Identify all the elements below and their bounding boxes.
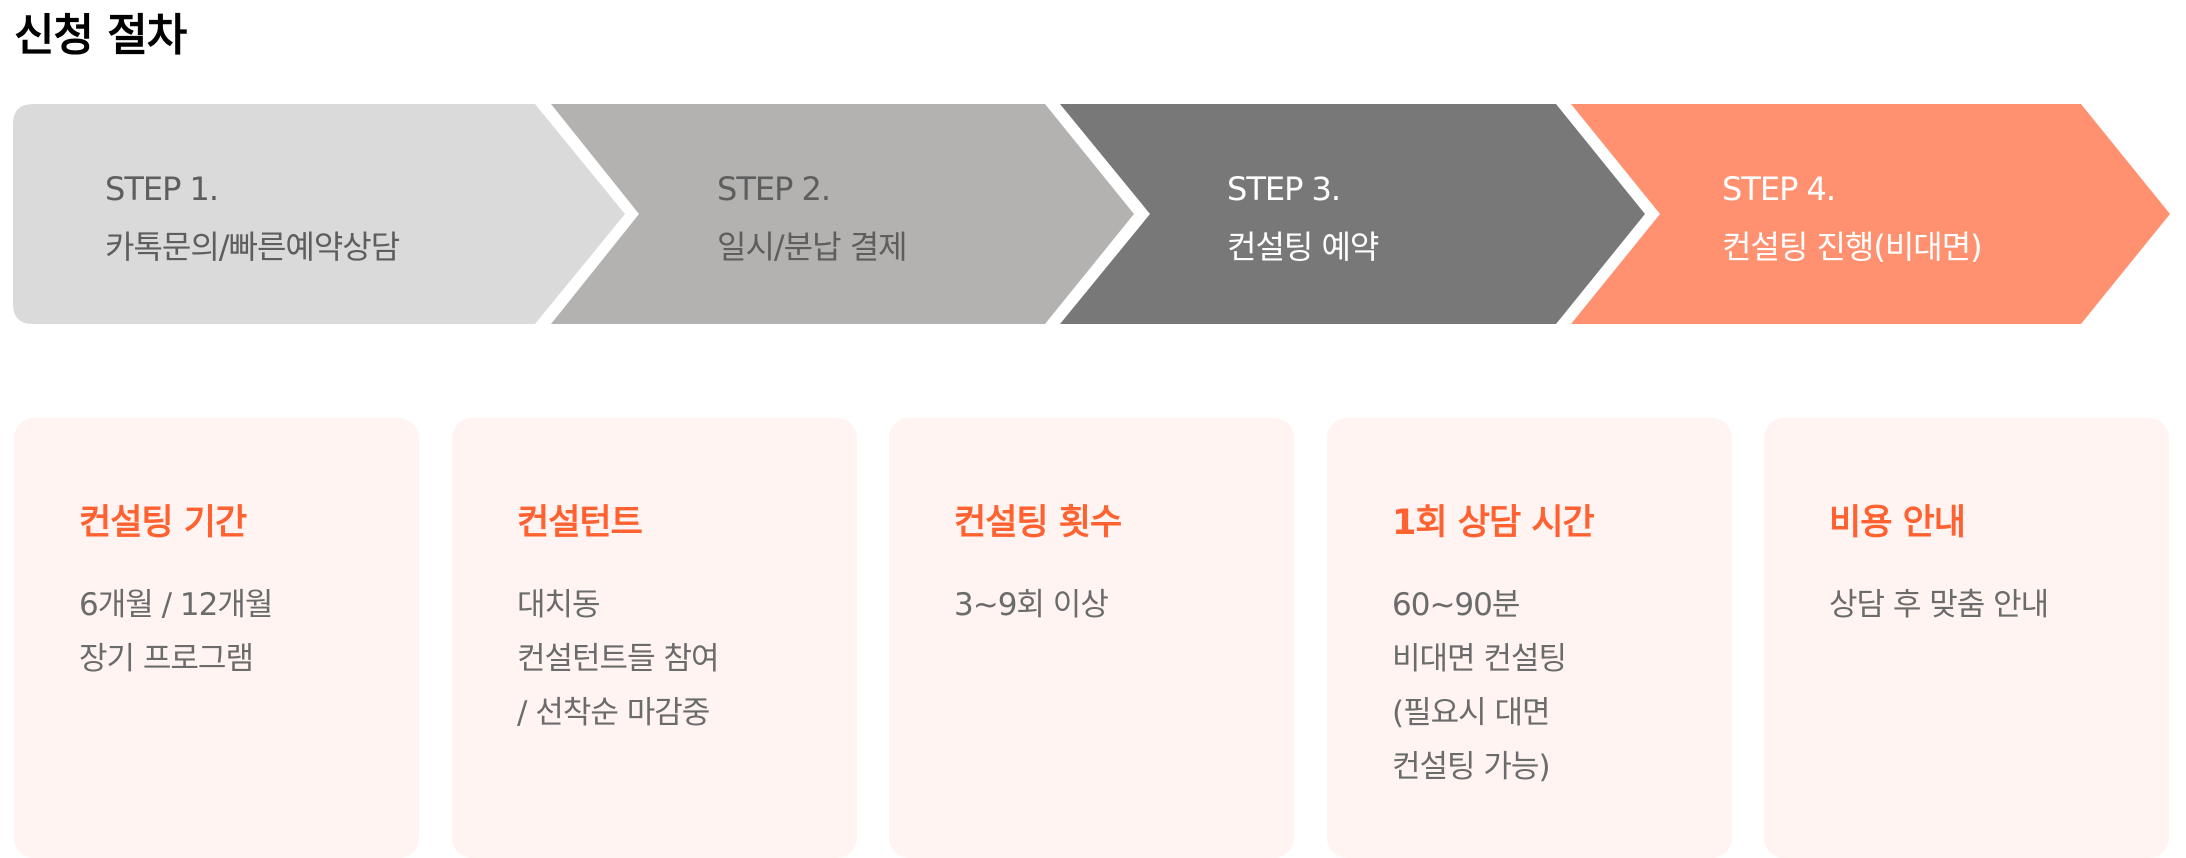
- card-text: 상담 후 맞춤 안내: [1829, 587, 2049, 623]
- step-3: STEP 3. 컨설팅 예약: [1227, 160, 1379, 276]
- step-number: STEP 2.: [717, 170, 831, 208]
- page-title: 신청 절차: [14, 10, 187, 61]
- card-consultant: 컨설턴트 대치동 컨설턴트들 참여 / 선착순 마감중: [452, 418, 857, 858]
- card-title: 컨설팅 횟수: [954, 503, 1122, 543]
- step-number: STEP 3.: [1227, 170, 1341, 208]
- card-title: 1회 상담 시간: [1392, 503, 1595, 543]
- step-number: STEP 4.: [1722, 170, 1836, 208]
- card-consulting-count: 컨설팅 횟수 3~9회 이상: [889, 418, 1294, 858]
- step-4: STEP 4. 컨설팅 진행(비대면): [1722, 160, 1983, 276]
- step-3-shape: [1060, 104, 1645, 324]
- card-text: 6개월 / 12개월: [79, 587, 273, 623]
- card-text: 컨설팅 가능): [1392, 749, 1551, 785]
- card-consulting-period: 컨설팅 기간 6개월 / 12개월 장기 프로그램: [14, 418, 419, 858]
- card-text: 60~90분: [1392, 587, 1520, 623]
- card-text: 컨설턴트들 참여: [517, 641, 720, 677]
- step-4-shape: [1571, 104, 2170, 324]
- process-steps: STEP 1. 카톡문의/빠른예약상담 STEP 2. 일시/분납 결제 STE…: [0, 104, 2186, 324]
- step-1: STEP 1. 카톡문의/빠른예약상담: [105, 160, 400, 276]
- step-2: STEP 2. 일시/분납 결제: [717, 160, 908, 276]
- step-label: 카톡문의/빠른예약상담: [105, 228, 400, 266]
- card-title: 컨설팅 기간: [79, 503, 247, 543]
- step-1-shape: [13, 104, 625, 324]
- step-label: 일시/분납 결제: [717, 228, 908, 266]
- step-arrows-graphic: [13, 104, 2170, 324]
- card-cost-info: 비용 안내 상담 후 맞춤 안내: [1764, 418, 2169, 858]
- step-number: STEP 1.: [105, 170, 219, 208]
- card-text: (필요시 대면: [1392, 695, 1551, 731]
- card-text: 비대면 컨설팅: [1392, 641, 1567, 677]
- step-label: 컨설팅 예약: [1227, 228, 1379, 266]
- card-text: 장기 프로그램: [79, 641, 254, 677]
- card-text: 3~9회 이상: [954, 587, 1109, 623]
- card-title: 컨설턴트: [517, 503, 643, 543]
- card-title: 비용 안내: [1829, 503, 1966, 543]
- step-2-shape: [551, 104, 1134, 324]
- step-label: 컨설팅 진행(비대면): [1722, 228, 1983, 266]
- card-text: / 선착순 마감중: [517, 695, 710, 731]
- card-session-time: 1회 상담 시간 60~90분 비대면 컨설팅 (필요시 대면 컨설팅 가능): [1327, 418, 1732, 858]
- card-text: 대치동: [517, 587, 601, 623]
